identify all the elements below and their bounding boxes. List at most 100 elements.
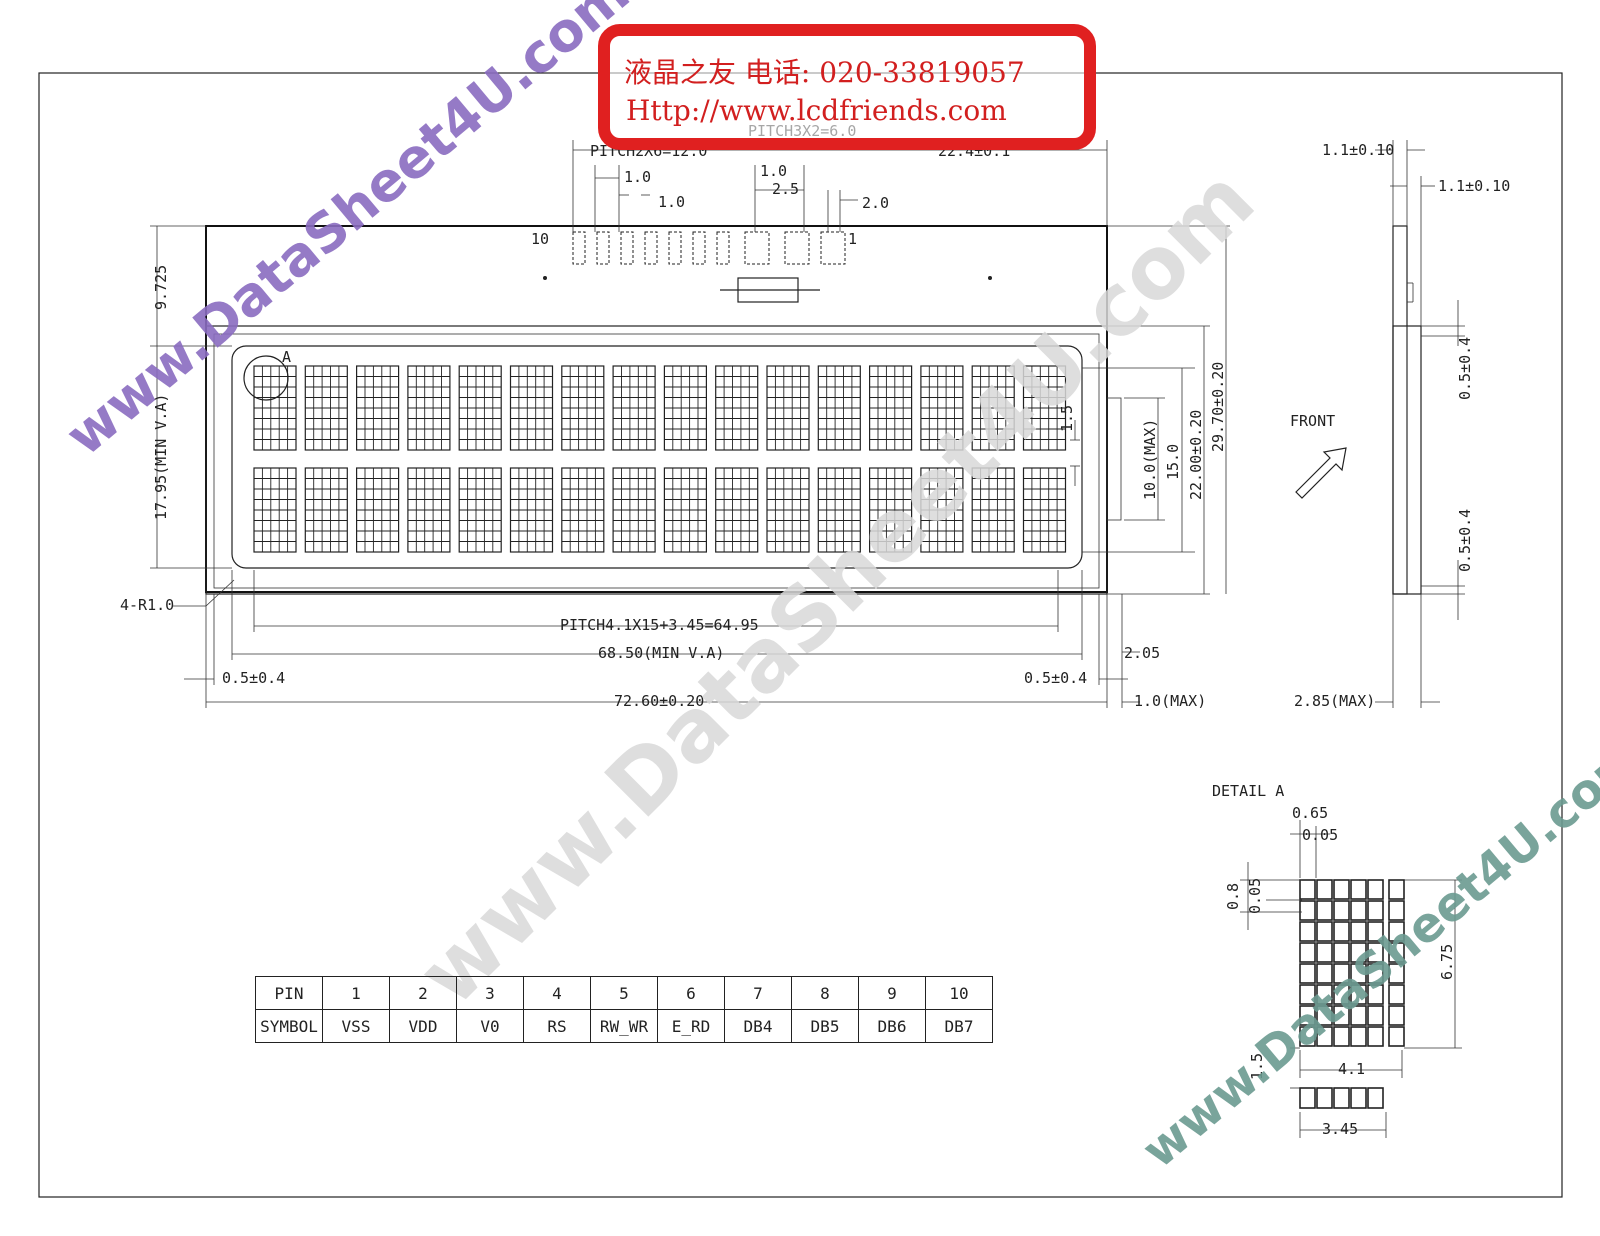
detail-dot <box>1316 1087 1333 1109</box>
detail-title: DETAIL A <box>1212 782 1284 800</box>
front-arrow-icon <box>1295 447 1347 499</box>
right-205-dim: 2.05 <box>1124 644 1160 662</box>
detail-dot <box>1333 879 1350 900</box>
pin-width-1: 1.0 <box>624 168 651 186</box>
connector-pin <box>784 231 810 265</box>
character-cell <box>663 365 708 451</box>
side-view: 1.1±0.10 1.1±0.10 0.5±0.4 0.5±0.4 FRONT … <box>1290 140 1510 710</box>
connector-pin <box>716 231 730 265</box>
detail-08: 0.8 <box>1224 883 1242 910</box>
character-cell <box>253 467 297 553</box>
detail-dot <box>1299 984 1316 1005</box>
height-10-dim: 10.0(MAX) <box>1141 419 1159 500</box>
pin-cell: 2 <box>389 976 457 1010</box>
connector-pin <box>820 231 846 265</box>
pin-header-cell: PIN <box>255 976 323 1010</box>
detail-dot <box>1367 984 1384 1005</box>
connector-pin <box>620 231 634 265</box>
symbol-cell: VDD <box>389 1009 457 1043</box>
pin-pitch: 2.5 <box>772 180 799 198</box>
character-cell <box>612 365 656 451</box>
left-dimensions: 9.725 17.95(MIN V.A) 4-R1.0 <box>120 225 235 614</box>
connector-pin <box>572 231 586 265</box>
character-cell <box>920 467 964 553</box>
detail-dot <box>1333 900 1350 921</box>
side-m1: 0.5±0.4 <box>1456 337 1474 400</box>
pin-cell: 6 <box>657 976 725 1010</box>
character-cell <box>509 365 554 451</box>
character-cell <box>817 365 861 451</box>
right-dimensions: 1.5 10.0(MAX) 15.0 22.00±0.20 29.70±0.20 <box>1058 225 1230 595</box>
connector-pins <box>572 231 846 265</box>
detail-dot <box>1316 921 1333 942</box>
connector-pin <box>692 231 706 265</box>
character-cell <box>612 467 656 553</box>
detail-a: DETAIL A 0.65 0.05 0.8 0.05 6.75 4.1 1.5… <box>1212 782 1462 1138</box>
front-label: FRONT <box>1290 412 1335 430</box>
side-pcb <box>1392 225 1408 595</box>
radius-dim: 4-R1.0 <box>120 596 174 614</box>
side-m2: 0.5±0.4 <box>1456 509 1474 572</box>
detail-dot <box>1316 900 1333 921</box>
detail-dot <box>1299 963 1316 984</box>
detail-dot <box>1299 1087 1316 1109</box>
character-cell <box>715 365 759 451</box>
pitch-pins: PITCH3X2=6.0 <box>748 122 856 140</box>
detail-dot <box>1367 963 1384 984</box>
pin-width-2: 1.0 <box>658 193 685 211</box>
detail-dot <box>1299 1005 1316 1026</box>
detail-dot <box>1333 1026 1350 1047</box>
height-15-dim: 15.0 <box>1164 444 1182 480</box>
front-view: 10 1 A <box>205 225 1108 595</box>
detail-dot <box>1333 1087 1350 1109</box>
pin-cell: 5 <box>590 976 658 1010</box>
character-cell <box>356 365 400 451</box>
detail-dot <box>1333 963 1350 984</box>
character-cell <box>458 467 502 553</box>
detail-41: 4.1 <box>1338 1060 1365 1078</box>
character-cell <box>561 365 605 451</box>
connector-pin <box>744 231 770 265</box>
detail-dot <box>1367 900 1384 921</box>
detail-dot <box>1350 942 1367 963</box>
detail-005v: 0.05 <box>1246 878 1264 914</box>
character-cell <box>766 467 810 553</box>
detail-a-marker: A <box>282 348 291 366</box>
symbol-cell: RW_WR <box>590 1009 658 1043</box>
side-t1: 1.1±0.10 <box>1322 141 1394 159</box>
bezel-inner <box>213 333 1100 589</box>
character-cell <box>253 365 297 451</box>
detail-dot <box>1316 1026 1333 1047</box>
pin-10-label: 10 <box>531 230 549 248</box>
side-thickness: 2.85(MAX) <box>1294 692 1375 710</box>
detail-dot <box>1316 963 1333 984</box>
detail-15: 1.5 <box>1248 1053 1266 1080</box>
character-cell <box>715 467 759 553</box>
character-cell <box>356 467 400 553</box>
connector-pin <box>644 231 658 265</box>
connector-pin <box>668 231 682 265</box>
detail-dot <box>1350 984 1367 1005</box>
symbol-row: SYMBOL VSS VDD V0 RS RW_WR E_RD DB4 DB5 … <box>255 1009 993 1043</box>
detail-dot <box>1350 1087 1367 1109</box>
right-max-dim: 1.0(MAX) <box>1134 692 1206 710</box>
pin-cell: 9 <box>858 976 926 1010</box>
character-cell <box>1022 365 1067 451</box>
character-cell <box>304 365 348 451</box>
detail-dot <box>1367 1026 1384 1047</box>
total-width-dim: 72.60±0.20 <box>614 692 704 710</box>
pin-cell: 4 <box>523 976 591 1010</box>
symbol-cell: DB4 <box>724 1009 792 1043</box>
character-cell <box>817 467 861 553</box>
character-cell <box>304 467 348 553</box>
character-cell <box>1022 467 1067 553</box>
character-cell <box>458 365 502 451</box>
pin-cell: 1 <box>322 976 390 1010</box>
height-297-dim: 29.70±0.20 <box>1209 362 1227 452</box>
symbol-header-cell: SYMBOL <box>255 1009 323 1043</box>
character-cell <box>971 467 1015 553</box>
character-cell <box>561 467 605 553</box>
symbol-cell: RS <box>523 1009 591 1043</box>
symbol-cell: DB7 <box>925 1009 993 1043</box>
detail-dot <box>1316 1005 1333 1026</box>
